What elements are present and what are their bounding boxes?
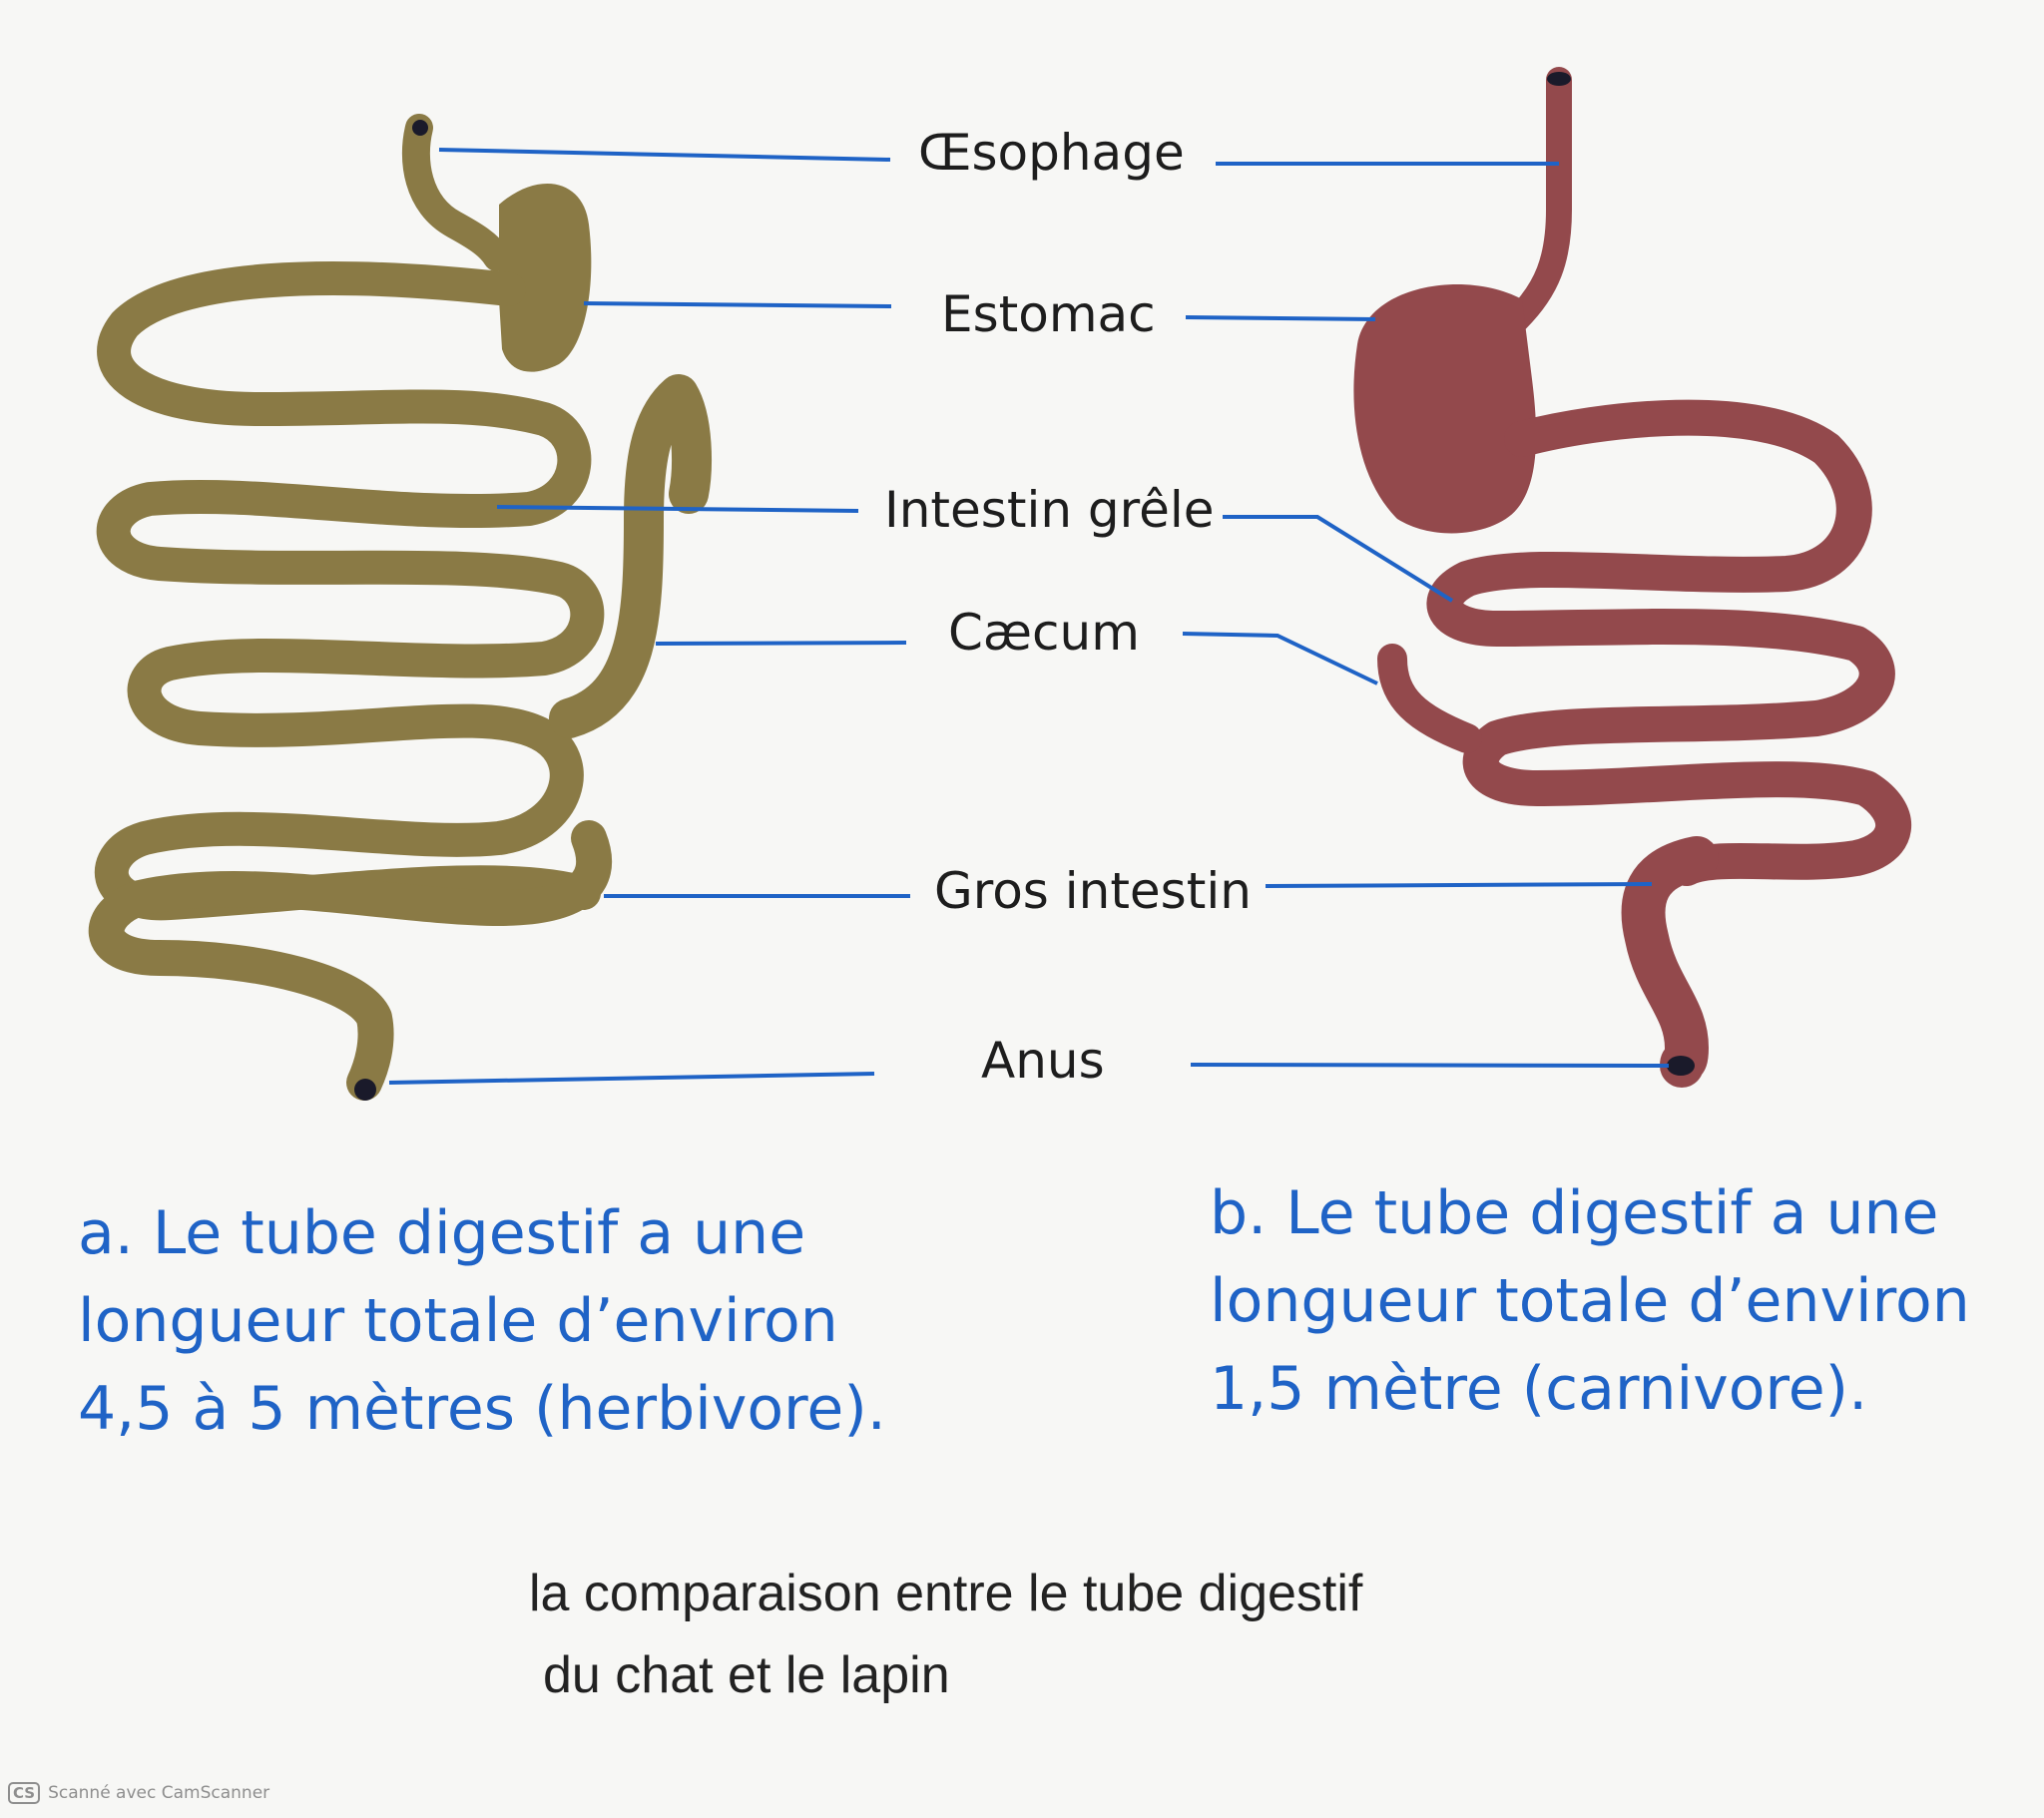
carnivore-anus-end xyxy=(1667,1056,1695,1076)
leader-caecum-left xyxy=(655,641,907,646)
leader-intestin-left xyxy=(496,505,859,513)
label-intestin-grele: Intestin grêle xyxy=(884,481,1215,539)
herbivore-anus-end xyxy=(354,1079,376,1101)
leader-anus-left xyxy=(388,1072,875,1085)
caption-carnivore-line-2: longueur totale d’environ xyxy=(1210,1266,1970,1336)
carnivore-small-intestine xyxy=(1426,399,1911,886)
herbivore-caecum xyxy=(549,374,712,738)
herbivore-stomach xyxy=(499,183,592,372)
watermark-text: Scanné avec CamScanner xyxy=(48,1783,270,1803)
leader-oesophage-left xyxy=(438,148,891,162)
carnivore-stomach xyxy=(1353,284,1537,534)
leader-lines-carnivore xyxy=(1182,162,1670,1068)
leader-anus-right xyxy=(1190,1063,1670,1068)
leader-intestin-right xyxy=(1223,515,1454,603)
herbivore-oesophagus xyxy=(401,114,511,271)
herbivore-oesophagus-end xyxy=(412,120,428,136)
caption-herbivore-line-3: 4,5 à 5 mètres (herbivore). xyxy=(78,1374,886,1444)
camscanner-watermark: CS Scanné avec CamScanner xyxy=(8,1782,269,1804)
carnivore-oesophagus xyxy=(1504,67,1572,332)
caption-carnivore: b. Le tube digestif a une longueur total… xyxy=(1210,1169,1970,1433)
figure-caption: la comparaison entre le tube digestif du… xyxy=(529,1553,1362,1716)
caption-carnivore-line-3: 1,5 mètre (carnivore). xyxy=(1210,1354,1868,1424)
carnivore-caecum xyxy=(1377,644,1482,753)
label-gros-intestin: Gros intestin xyxy=(934,862,1252,920)
herbivore-digestive-tube xyxy=(88,114,712,1101)
camscanner-logo-icon: CS xyxy=(8,1782,41,1804)
leader-caecum-right xyxy=(1182,632,1378,685)
figure-caption-line-2: du chat et le lapin xyxy=(543,1646,950,1704)
label-oesophage: Œsophage xyxy=(918,124,1185,182)
caption-carnivore-line-1: b. Le tube digestif a une xyxy=(1210,1178,1939,1248)
herbivore-large-intestine xyxy=(88,820,613,1101)
figure-caption-line-1: la comparaison entre le tube digestif xyxy=(529,1565,1363,1622)
leader-estomac-left xyxy=(583,301,892,308)
caption-herbivore-line-1: a. Le tube digestif a une xyxy=(78,1198,806,1268)
herbivore-small-intestine xyxy=(94,261,605,921)
carnivore-digestive-tube xyxy=(1353,67,1911,1088)
leader-lines-herbivore xyxy=(388,148,910,1085)
label-estomac: Estomac xyxy=(941,285,1156,343)
caption-herbivore: a. Le tube digestif a une longueur total… xyxy=(78,1189,886,1453)
label-anus: Anus xyxy=(981,1032,1105,1090)
label-caecum: Cæcum xyxy=(948,604,1140,662)
carnivore-large-intestine xyxy=(1621,836,1719,1088)
carnivore-oesophagus-end xyxy=(1547,72,1571,86)
leader-estomac-right xyxy=(1185,315,1376,321)
caption-herbivore-line-2: longueur totale d’environ xyxy=(78,1286,838,1356)
leader-gros-intestin-right xyxy=(1265,882,1653,888)
